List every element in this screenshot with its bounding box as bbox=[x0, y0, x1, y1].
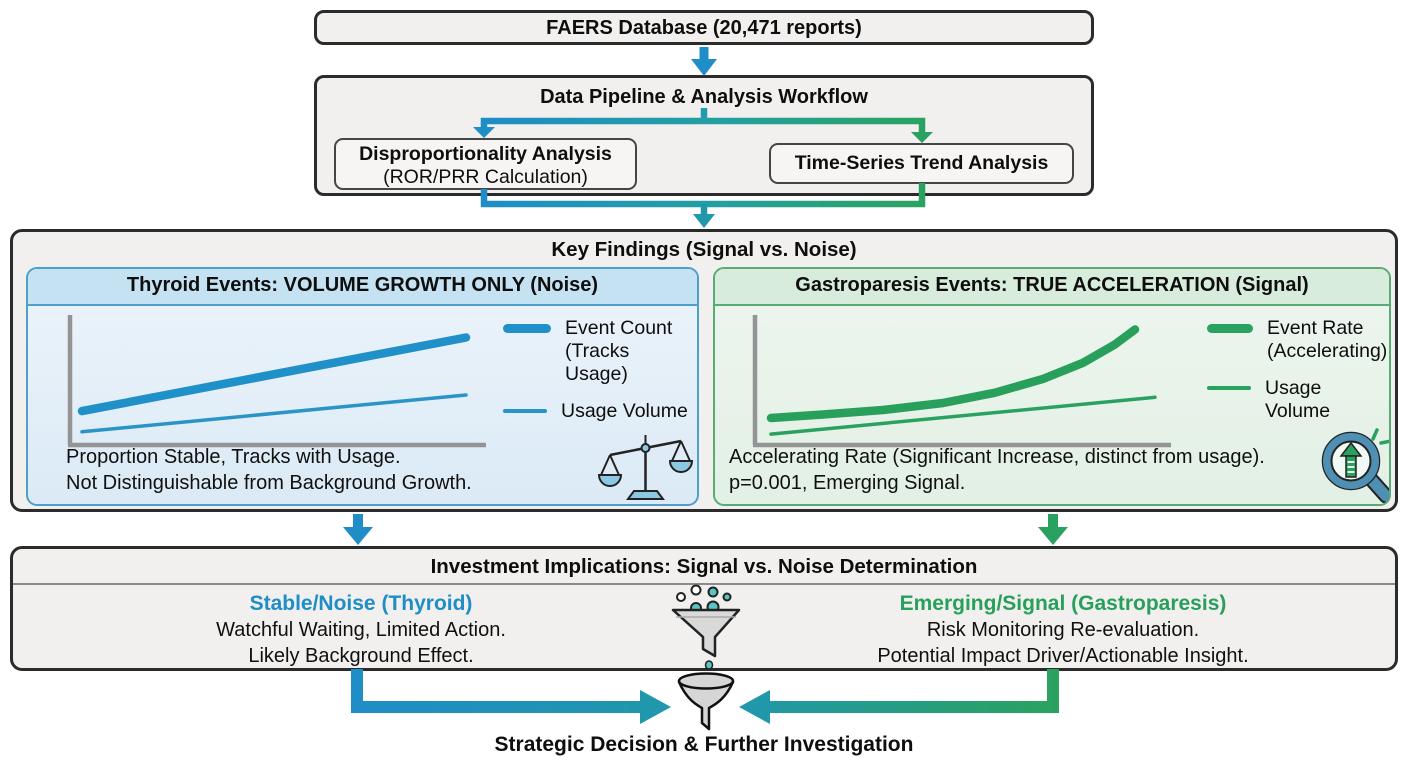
implications-box: Investment Implications: Signal vs. Nois… bbox=[10, 546, 1398, 671]
faers-database-title: FAERS Database (20,471 reports) bbox=[546, 17, 862, 39]
implications-title: Investment Implications: Signal vs. Nois… bbox=[13, 549, 1395, 585]
disproportionality-box: Disproportionality Analysis (ROR/PRR Cal… bbox=[334, 138, 637, 190]
thyroid-caption-line2: Not Distinguishable from Background Grow… bbox=[66, 471, 472, 494]
disproportionality-line1: Disproportionality Analysis bbox=[359, 143, 612, 165]
thin-blue-line-swatch bbox=[503, 409, 547, 413]
implications-right-line1: Risk Monitoring Re-evaluation. bbox=[926, 619, 1200, 641]
thyroid-trend-chart bbox=[67, 315, 486, 448]
key-findings-title: Key Findings (Signal vs. Noise) bbox=[551, 238, 857, 261]
implications-left-line1: Watchful Waiting, Limited Action. bbox=[216, 619, 506, 641]
pipeline-title: Data Pipeline & Analysis Workflow bbox=[540, 86, 868, 108]
gastroparesis-caption: Accelerating Rate (Significant Increase,… bbox=[729, 445, 1321, 496]
faers-database-box: FAERS Database (20,471 reports) bbox=[314, 10, 1094, 45]
magnifier-up-arrow-icon bbox=[1321, 428, 1389, 504]
legend-item-event-rate: Event Rate (Accelerating) bbox=[1207, 317, 1389, 363]
funnel-with-droplets-icon bbox=[671, 584, 741, 670]
thyroid-panel-title: Thyroid Events: VOLUME GROWTH ONLY (Nois… bbox=[28, 269, 697, 306]
legend-label: Event Rate bbox=[1267, 317, 1364, 339]
funnel-icon bbox=[677, 672, 735, 731]
footer-title: Strategic Decision & Further Investigati… bbox=[494, 733, 914, 756]
implications-right-heading: Emerging/Signal (Gastroparesis) bbox=[899, 592, 1227, 615]
thin-green-line-swatch bbox=[1207, 386, 1251, 390]
implications-left-heading: Stable/Noise (Thyroid) bbox=[249, 592, 473, 615]
legend-label: Event Count bbox=[565, 317, 673, 339]
legend-label: Usage Volume bbox=[561, 400, 688, 422]
timeseries-label: Time-Series Trend Analysis bbox=[794, 152, 1049, 174]
implications-left-line2: Likely Background Effect. bbox=[248, 645, 474, 667]
thyroid-caption-line1: Proportion Stable, Tracks with Usage. bbox=[66, 446, 401, 468]
thyroid-caption: Proportion Stable, Tracks with Usage. No… bbox=[66, 445, 606, 496]
key-findings-box: Key Findings (Signal vs. Noise) Thyroid … bbox=[10, 229, 1398, 512]
legend-label-sub: (Tracks Usage) bbox=[565, 340, 630, 385]
balance-scale-icon bbox=[598, 435, 693, 500]
gastroparesis-legend: Event Rate (Accelerating) Usage Volume bbox=[1207, 317, 1389, 437]
gastroparesis-caption-line2: p=0.001, Emerging Signal. bbox=[729, 471, 966, 494]
implications-right-column: Emerging/Signal (Gastroparesis) Risk Mon… bbox=[798, 591, 1328, 669]
gastroparesis-panel-title: Gastroparesis Events: TRUE ACCELERATION … bbox=[715, 269, 1389, 306]
legend-item-event-count: Event Count (Tracks Usage) bbox=[503, 317, 697, 386]
disproportionality-line2: (ROR/PRR Calculation) bbox=[383, 166, 588, 188]
thyroid-legend: Event Count (Tracks Usage) Usage Volume bbox=[503, 317, 697, 437]
implications-left-column: Stable/Noise (Thyroid) Watchful Waiting,… bbox=[101, 591, 621, 669]
timeseries-box: Time-Series Trend Analysis bbox=[769, 143, 1074, 184]
legend-item-usage-volume: Usage Volume bbox=[503, 400, 697, 423]
legend-label-sub: (Accelerating) bbox=[1267, 340, 1388, 362]
thick-green-line-swatch bbox=[1207, 324, 1253, 333]
gastroparesis-trend-chart bbox=[752, 315, 1171, 448]
gastroparesis-caption-line1: Accelerating Rate (Significant Increase,… bbox=[729, 446, 1265, 468]
implications-right-line2: Potential Impact Driver/Actionable Insig… bbox=[877, 645, 1249, 667]
thick-blue-line-swatch bbox=[503, 324, 551, 333]
thyroid-panel: Thyroid Events: VOLUME GROWTH ONLY (Nois… bbox=[26, 267, 699, 506]
gastroparesis-panel: Gastroparesis Events: TRUE ACCELERATION … bbox=[713, 267, 1391, 506]
legend-item-usage-volume: Usage Volume bbox=[1207, 377, 1389, 423]
legend-label: Usage Volume bbox=[1265, 377, 1331, 422]
